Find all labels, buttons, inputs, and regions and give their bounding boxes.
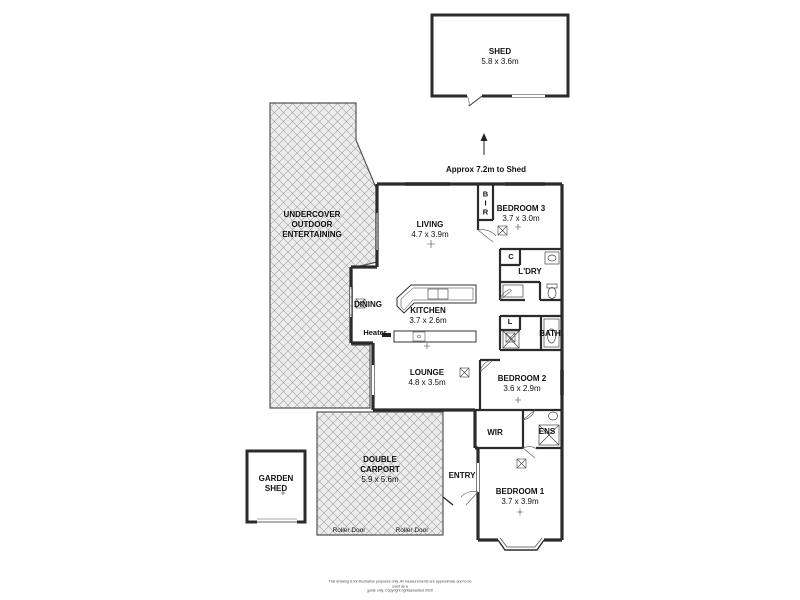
living-dimensions: 4.7 x 3.9m — [411, 230, 449, 239]
windows — [349, 182, 564, 551]
bedroom2-label: BEDROOM 2 3.6 x 2.9m — [498, 374, 546, 394]
house-walls — [349, 182, 564, 542]
linen-label: L — [508, 317, 513, 327]
roller-door-label-left: Roller Door — [333, 526, 366, 536]
bedroom3-dimensions: 3.7 x 3.0m — [502, 214, 540, 223]
garden-shed-line2: SHED — [264, 484, 288, 493]
disclaimer-footer: This drawing is for illustration purpose… — [325, 579, 475, 593]
bedroom3-name: BEDROOM 3 — [496, 204, 546, 213]
garden-shed-line1: GARDEN — [258, 474, 294, 483]
kitchen-dimensions: 3.7 x 2.6m — [409, 316, 447, 325]
dining-label: DINING — [354, 300, 382, 310]
bedroom2-name: BEDROOM 2 — [497, 374, 547, 383]
bir-letter-i: I — [484, 198, 487, 208]
ceiling-fixtures — [281, 224, 527, 515]
fan-icon — [497, 225, 508, 236]
shed-dimensions: 5.8 x 3.6m — [481, 57, 519, 66]
linen-name: L — [507, 317, 513, 326]
living-label: LIVING 4.7 x 3.9m — [411, 220, 448, 240]
ensuite-name: ENS — [538, 427, 556, 436]
carport-label: DOUBLE CARPORT 5.9 x 5.6m — [360, 455, 400, 485]
entry-name: ENTRY — [448, 471, 476, 480]
wir-label: WIR — [487, 428, 503, 438]
heater-unit — [382, 333, 391, 337]
disclaimer-line2: guide only. Copyright rightsawarded 2020 — [366, 588, 434, 593]
heater-name: Heater — [363, 328, 387, 337]
shed-name: SHED — [488, 47, 512, 56]
laundry-label: L'DRY — [518, 267, 541, 277]
laundry-name: L'DRY — [518, 267, 542, 276]
ensuite-label: ENS — [539, 427, 555, 437]
roller-door-label-right: Roller Door — [396, 526, 429, 536]
undercover-line3: ENTERTAINING — [282, 230, 342, 239]
fan-icon — [355, 298, 366, 309]
bedroom1-name: BEDROOM 1 — [495, 487, 545, 496]
carport-line1: DOUBLE — [363, 455, 397, 464]
shed-distance-text: Approx 7.2m to Shed — [445, 165, 527, 174]
bir-label: B I R — [483, 190, 488, 217]
interior-walls — [475, 184, 562, 450]
lounge-label: LOUNGE 4.8 x 3.5m — [408, 368, 445, 388]
undercover-entertaining-area — [269, 102, 378, 409]
kitchen-bench — [393, 284, 477, 343]
dining-name: DINING — [354, 300, 382, 309]
bedroom3-label: BEDROOM 3 3.7 x 3.0m — [497, 204, 545, 224]
undercover-line2: OUTDOOR — [291, 220, 333, 229]
kitchen-label: KITCHEN 3.7 x 2.6m — [409, 306, 446, 326]
garden-shed-building — [245, 449, 307, 524]
undercover-label: UNDERCOVER OUTDOOR ENTERTAINING — [282, 210, 341, 240]
entry-label: ENTRY — [449, 471, 476, 481]
bath-label: BATH — [539, 329, 561, 339]
carport-line2: CARPORT — [360, 465, 400, 474]
shed-distance-note: Approx 7.2m to Shed — [446, 165, 526, 175]
kitchen-name: KITCHEN — [410, 306, 446, 315]
bedroom1-label: BEDROOM 1 3.7 x 3.9m — [496, 487, 544, 507]
lounge-name: LOUNGE — [409, 368, 445, 377]
bir-letter-r: R — [482, 207, 489, 217]
bath-name: BATH — [539, 329, 561, 338]
roller-door-left-text: Roller Door — [332, 527, 366, 534]
disclaimer-line1: This drawing is for illustration purpose… — [328, 579, 472, 588]
fan-icon — [505, 332, 516, 343]
shed-building — [430, 13, 570, 107]
cupboard-label: C — [508, 252, 513, 262]
doors — [442, 229, 538, 506]
fan-icon — [516, 458, 527, 469]
bedroom2-dimensions: 3.6 x 2.9m — [503, 384, 541, 393]
fan-icon — [459, 367, 470, 378]
garden-shed-label: GARDEN SHED — [259, 474, 294, 494]
living-name: LIVING — [416, 220, 444, 229]
bedroom1-dimensions: 3.7 x 3.9m — [501, 497, 539, 506]
shed-label: SHED 5.8 x 3.6m — [481, 47, 518, 67]
double-carport-area — [316, 411, 444, 536]
bir-letter-b: B — [482, 189, 489, 199]
wir-name: WIR — [487, 428, 503, 437]
direction-arrow-icon — [480, 133, 488, 155]
roller-door-right-text: Roller Door — [395, 527, 429, 534]
lounge-dimensions: 4.8 x 3.5m — [408, 378, 446, 387]
undercover-line1: UNDERCOVER — [283, 210, 341, 219]
cupboard-name: C — [508, 252, 514, 261]
wet-area-fixtures — [502, 251, 560, 446]
heater-label: Heater — [363, 328, 386, 338]
carport-dimensions: 5.9 x 5.6m — [361, 475, 399, 484]
